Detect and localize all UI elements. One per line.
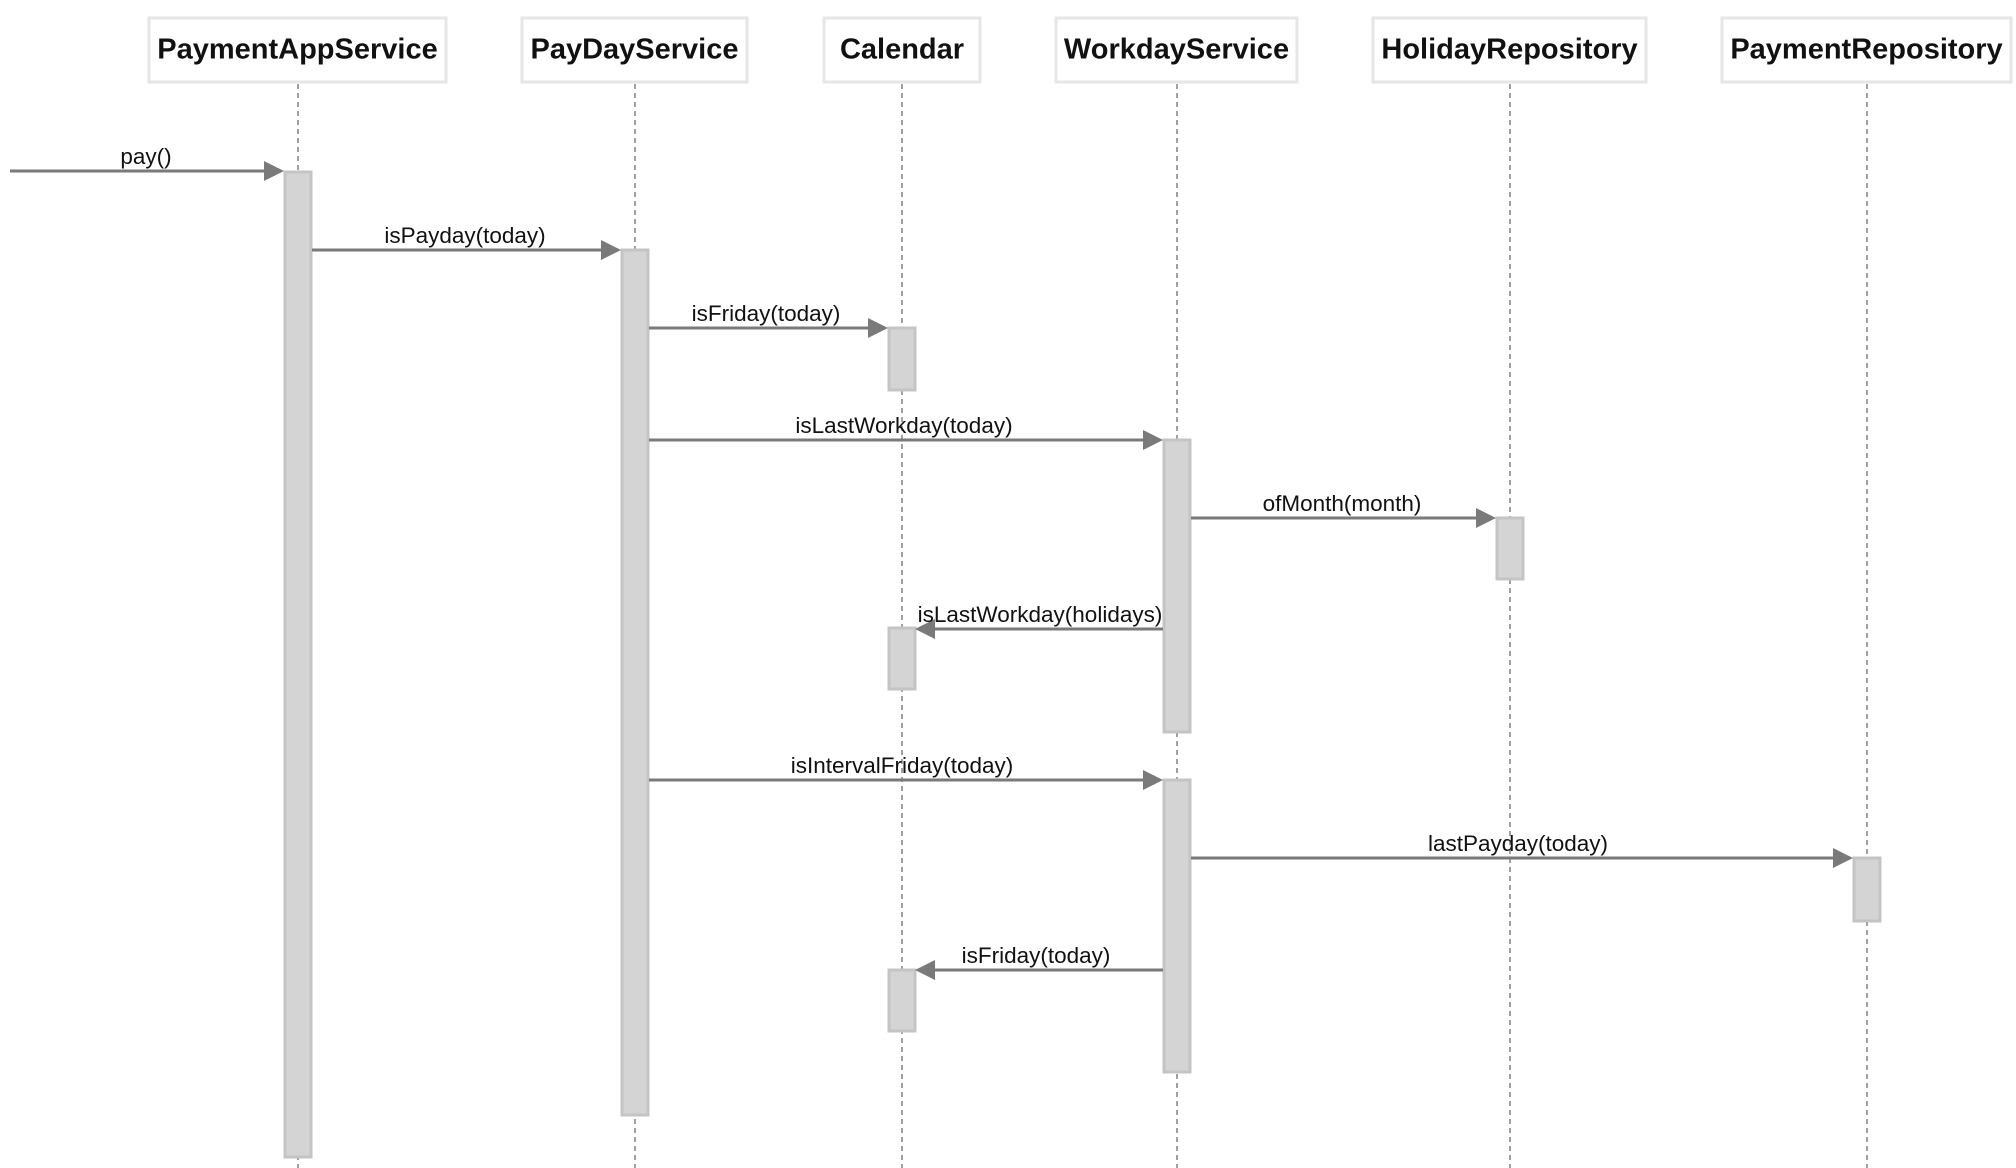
message-islastworkday-holidays: isLastWorkday(holidays) [915,602,1163,639]
arrow-right-icon [601,240,621,260]
arrow-right-icon [1476,508,1496,528]
activation-paymentrepo [1852,856,1882,923]
participant-headers: PaymentAppService PayDayService Calendar… [147,16,2013,84]
participant-holidayrepo: HolidayRepository [1371,16,1648,84]
participant-workday: WorkdayService [1054,16,1299,84]
arrow-right-icon [1143,770,1163,790]
arrow-right-icon [1833,848,1853,868]
arrow-left-icon [915,619,935,639]
arrow-right-icon [264,161,284,181]
arrow-right-icon [868,318,888,338]
message-label: pay() [120,144,171,169]
message-islastworkday-today: isLastWorkday(today) [649,413,1163,450]
message-lastpayday: lastPayday(today) [1191,831,1853,868]
participant-name: PayDayService [531,34,739,66]
message-label: isLastWorkday(holidays) [918,602,1163,627]
activations [283,170,1882,1159]
activation-workday-1 [1162,438,1192,734]
arrow-right-icon [1143,430,1163,450]
message-pay: pay() [10,144,284,181]
activation-paymentapp [283,170,313,1159]
activation-holidayrepo [1495,516,1525,581]
participant-name: PaymentAppService [157,34,437,66]
message-label: isPayday(today) [384,223,545,248]
participant-paymentrepo: PaymentRepository [1720,16,2013,84]
message-isfriday-2: isFriday(today) [915,943,1163,980]
message-ispayday: isPayday(today) [312,223,621,260]
message-label: isIntervalFriday(today) [791,753,1014,778]
arrow-left-icon [915,960,935,980]
message-ofmonth: ofMonth(month) [1191,491,1496,528]
activation-calendar-2 [887,626,917,691]
message-label: isFriday(today) [692,301,841,326]
messages: pay() isPayday(today) isFriday(today) is… [10,144,1853,980]
message-label: lastPayday(today) [1428,831,1608,856]
participant-calendar: Calendar [822,16,982,84]
message-isfriday-1: isFriday(today) [649,301,888,338]
participant-paymentapp: PaymentAppService [147,16,448,84]
activation-calendar-3 [887,968,917,1033]
message-label: isLastWorkday(today) [795,413,1012,438]
activation-payday [620,248,650,1117]
activation-workday-2 [1162,778,1192,1074]
participant-name: WorkdayService [1064,34,1289,66]
message-label: ofMonth(month) [1263,491,1422,516]
participant-name: PaymentRepository [1730,34,2002,66]
message-label: isFriday(today) [962,943,1111,968]
message-isintervalfriday: isIntervalFriday(today) [649,753,1163,790]
activation-calendar-1 [887,326,917,392]
participant-name: HolidayRepository [1381,34,1637,66]
participant-payday: PayDayService [520,16,749,84]
participant-name: Calendar [840,34,964,66]
